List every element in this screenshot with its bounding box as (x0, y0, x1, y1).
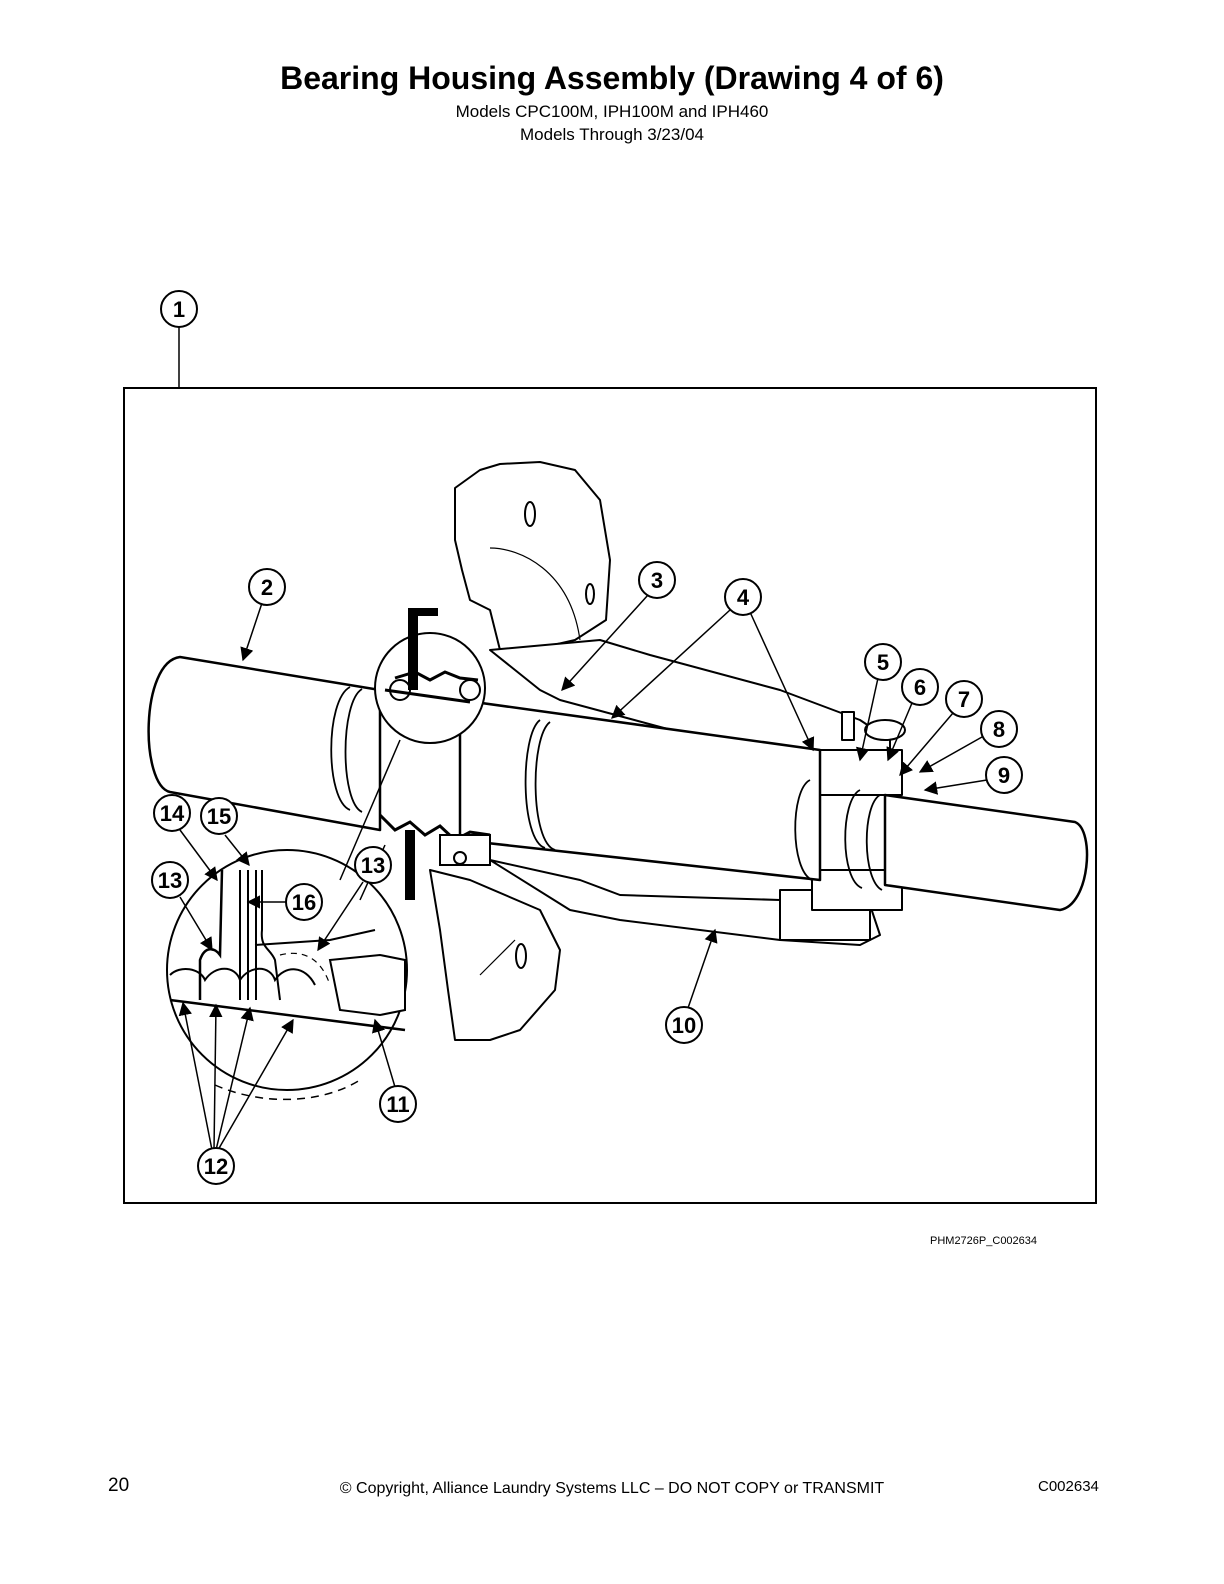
svg-text:4: 4 (737, 585, 750, 610)
svg-text:11: 11 (386, 1092, 409, 1117)
callout-2: 2 (248, 568, 286, 606)
callout-13-right: 13 (354, 846, 392, 884)
svg-text:12: 12 (204, 1154, 228, 1179)
seal-lower (378, 813, 491, 900)
models-subtitle: Models CPC100M, IPH100M and IPH460 (455, 102, 769, 121)
shaft (147, 655, 1089, 912)
callout-7: 7 (945, 680, 983, 718)
page-number: 20 (108, 1475, 130, 1496)
svg-text:14: 14 (160, 801, 185, 826)
svg-text:5: 5 (877, 650, 889, 675)
callout-9: 9 (985, 756, 1023, 794)
callout-10: 10 (665, 1006, 703, 1044)
svg-text:8: 8 (993, 717, 1005, 742)
callout-3: 3 (638, 561, 676, 599)
svg-text:13: 13 (158, 868, 182, 893)
svg-text:2: 2 (261, 575, 273, 600)
callout-6: 6 (901, 668, 939, 706)
callout-4: 4 (724, 578, 762, 616)
svg-text:15: 15 (207, 804, 231, 829)
callout-15: 15 (200, 797, 238, 835)
svg-text:13: 13 (361, 853, 385, 878)
callout-11: 11 (379, 1085, 417, 1123)
drawing-code: PHM2726P_C002634 (930, 1235, 1038, 1247)
callout-8: 8 (980, 710, 1018, 748)
callout-13-left: 13 (151, 861, 189, 899)
leader-lines (178, 594, 988, 1151)
callout-16: 16 (285, 883, 323, 921)
svg-text:7: 7 (958, 687, 970, 712)
callout-5: 5 (864, 643, 902, 681)
document-code: C002634 (1038, 1478, 1099, 1495)
page-title: Bearing Housing Assembly (Drawing 4 of 6… (280, 60, 944, 96)
models-through-subtitle: Models Through 3/23/04 (520, 125, 704, 144)
svg-text:9: 9 (998, 763, 1010, 788)
seal-detail-magnified (166, 739, 408, 1101)
callout-1: 1 (160, 290, 198, 328)
callout-12: 12 (197, 1147, 235, 1185)
svg-text:3: 3 (651, 568, 663, 593)
drawing-frame (123, 387, 1097, 1204)
svg-text:10: 10 (672, 1013, 696, 1038)
copyright-notice: © Copyright, Alliance Laundry Systems LL… (339, 1480, 885, 1497)
callout-14: 14 (153, 794, 191, 832)
seal-detail-upper (374, 608, 486, 744)
housing-body (429, 461, 906, 1041)
svg-text:16: 16 (292, 890, 316, 915)
svg-text:1: 1 (173, 297, 185, 322)
svg-text:6: 6 (914, 675, 926, 700)
